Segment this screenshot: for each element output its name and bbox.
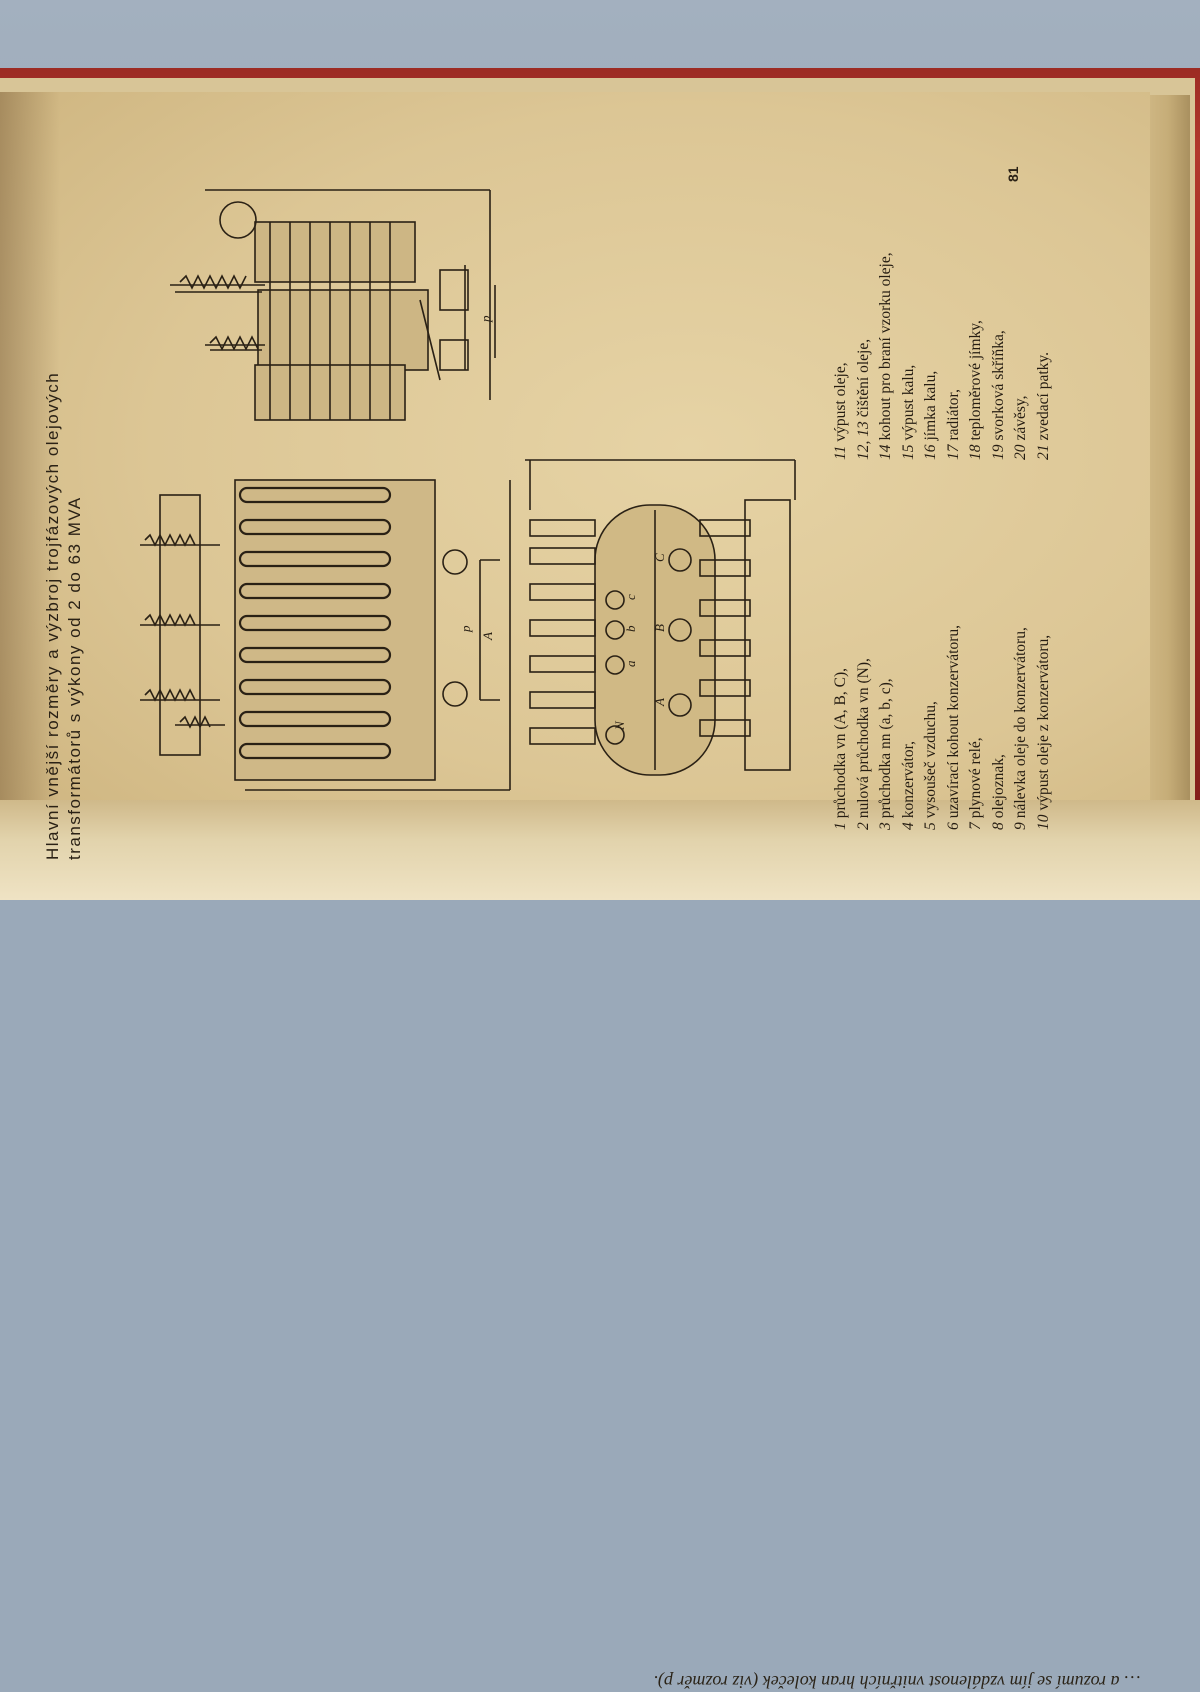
phase-b-label: b [623,625,638,632]
top-view-drawing [525,459,796,776]
facing-page-text: … a rozumí se jím vzdálenost vnitřních h… [653,1672,1140,1692]
side-view-drawing [170,189,496,421]
phase-B-label: B [652,624,667,632]
front-view-drawing [140,479,511,791]
dimension-p-label: p [458,625,473,633]
phase-a-label: a [623,660,638,667]
neutral-N-label: N [612,720,627,731]
transformer-drawings [140,189,796,791]
dimension-A-label: A [480,632,495,641]
phase-C-label: C [652,553,667,562]
phase-A-label: A [652,698,667,707]
page-gutter-shadow [0,92,60,880]
drawing-labels: A p p a b c A B C N [458,315,667,731]
side-dimension-p-label: p [478,315,493,323]
facing-page: … a rozumí se jím vzdálenost vnitřních h… [0,800,1200,1692]
phase-c-label: c [623,594,638,600]
